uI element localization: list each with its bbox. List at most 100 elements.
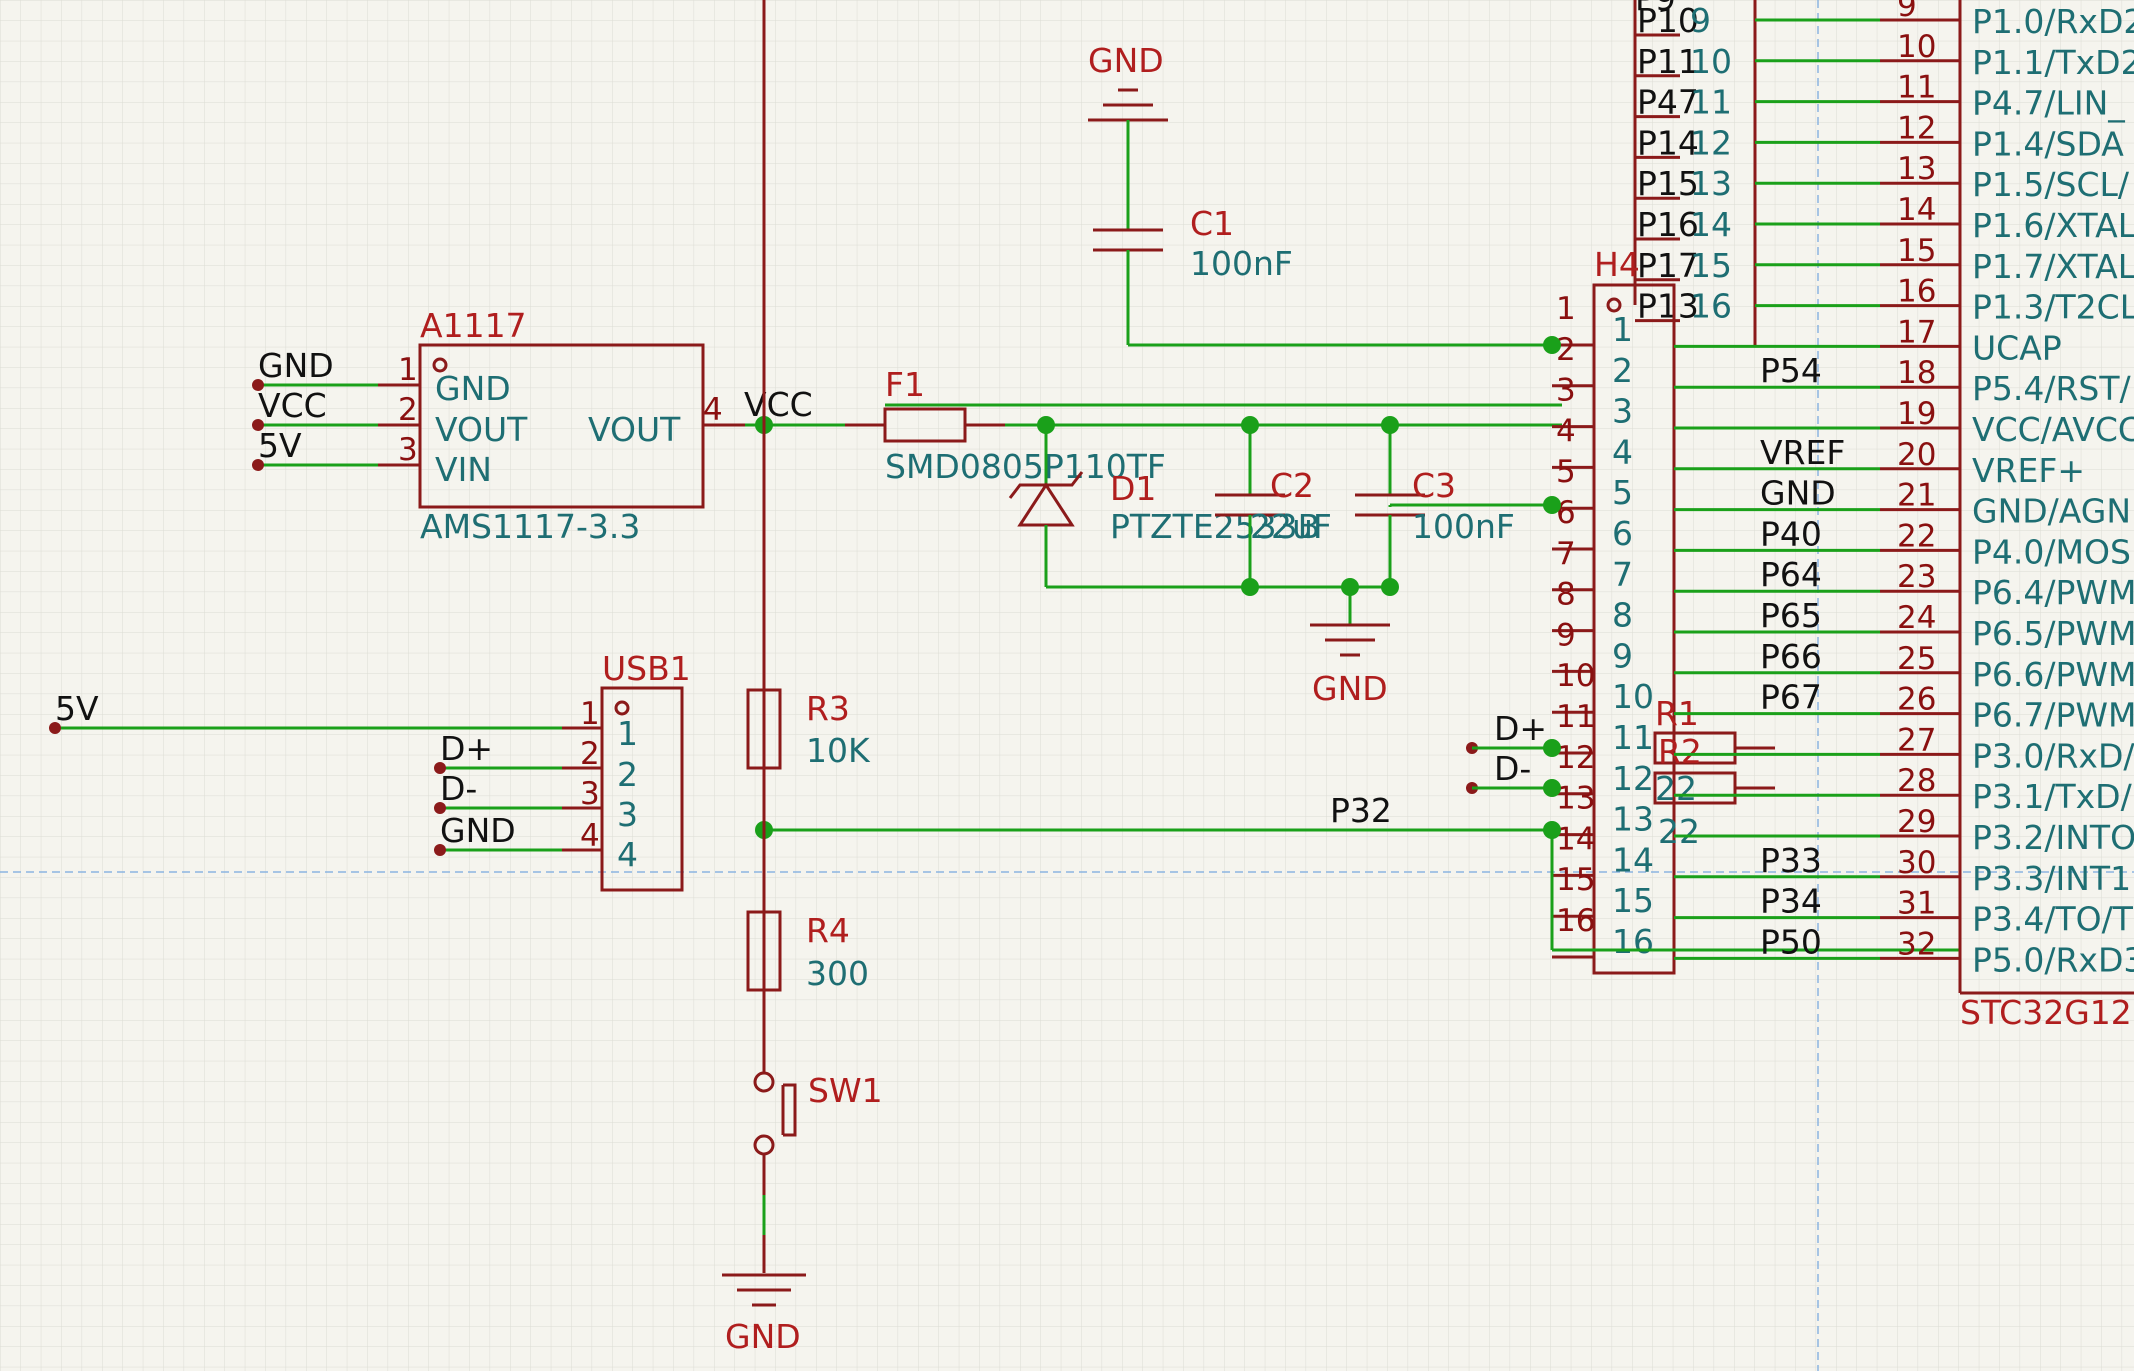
net-label-5v-usb: 5V — [55, 689, 99, 728]
h4-pin-name: 12 — [1612, 759, 1654, 798]
header-h4[interactable]: H4 1122334455667788991010111112121313141… — [1543, 245, 1676, 975]
mcu-pin-num: 9 — [1897, 0, 1917, 24]
mcu-net-label: P67 — [1760, 678, 1822, 717]
h4-pin-num: 12 — [1556, 740, 1595, 776]
h4-pin-3[interactable]: 33 — [1552, 373, 1633, 431]
h4-pin-name: 9 — [1612, 636, 1633, 675]
usb-connector-usb1[interactable]: USB1 1 2 3 4 1 2 3 4 — [562, 649, 691, 892]
mcu-pin-name: P1.3/T2CL — [1972, 288, 2134, 327]
reg-pin-num-2: 2 — [398, 392, 418, 428]
fuse-f1[interactable]: F1 SMD0805P110TF — [845, 365, 1166, 486]
h4-pin-4[interactable]: 44 — [1552, 413, 1633, 471]
mcu-pin-name: P4.7/LIN_ — [1972, 84, 2125, 123]
mcu-net-label: P66 — [1760, 637, 1822, 676]
top-header[interactable]: P109P1110P4711P1412P1513P1614P1715P1316 … — [1633, 0, 1757, 345]
mcu-pin-name: UCAP — [1972, 328, 2062, 367]
h4-pin-12[interactable]: 12 12 — [1552, 740, 1654, 798]
mcu-pin-name: P1.1/TxD2 — [1972, 43, 2134, 82]
capacitor-c2[interactable]: C2 22uF — [1215, 425, 1332, 587]
h4-pin-name: 2 — [1612, 351, 1633, 390]
resistor-r3[interactable]: R3 10K — [746, 650, 871, 810]
diode-d1[interactable]: D1 PTZTE2533B — [1008, 425, 1320, 587]
usb-body — [600, 686, 684, 892]
resistor-r2[interactable]: R2 22 — [1653, 732, 1775, 851]
reg-pin-name-vin: VIN — [435, 450, 492, 489]
capacitor-c3[interactable]: C3 100nF — [1355, 425, 1515, 587]
switch-sw1[interactable]: SW1 — [753, 0, 883, 1195]
h4-pin-num: 11 — [1556, 699, 1595, 735]
h4-pin-8[interactable]: 88 — [1552, 577, 1633, 635]
mcu-pin-num: 18 — [1897, 355, 1936, 391]
h4-pin-2[interactable]: 22 — [1552, 332, 1633, 390]
regulator-a1117[interactable]: A1117 1 2 3 4 GND VOUT VIN VOUT AMS1117-… — [378, 306, 745, 546]
net-label-gnd-reg: GND — [258, 346, 334, 385]
net-label-dminus-h4: D- — [1494, 749, 1531, 788]
c3-ref: C3 — [1412, 466, 1456, 505]
h4-pin-7[interactable]: 77 — [1552, 536, 1633, 594]
capacitor-c1[interactable]: GND C1 100nF — [1088, 41, 1293, 345]
top-header-label: P16 — [1637, 205, 1699, 244]
h4-pin-9[interactable]: 99 — [1552, 617, 1633, 675]
sw1-ref: SW1 — [808, 1071, 883, 1110]
h4-pin-num: 1 — [1556, 291, 1576, 327]
h4-pin-name: 1 — [1612, 310, 1633, 349]
mcu-pin-11[interactable]: 11 P4.7/LIN_ — [1880, 70, 2125, 123]
c1-ref: C1 — [1190, 204, 1234, 243]
mcu-pin-name: P6.7/PWM — [1972, 696, 2134, 735]
mcu-pin-num: 12 — [1897, 110, 1936, 146]
reg-pin-num-4: 4 — [703, 392, 723, 428]
h4-pin-num: 9 — [1556, 617, 1576, 653]
mcu-net-label: P65 — [1760, 596, 1822, 635]
reg-pin-name-vout: VOUT — [435, 410, 528, 449]
mcu-net-label: GND — [1760, 474, 1836, 513]
mcu-pin-num: 14 — [1897, 192, 1936, 228]
h4-pin-num: 14 — [1556, 821, 1595, 857]
h4-pin-1[interactable]: 11 — [1552, 291, 1633, 349]
mcu-pin-num: 11 — [1897, 70, 1936, 106]
mcu-pin-name: VREF+ — [1972, 451, 2085, 490]
mcu-pin-name: P3.1/TxD/ — [1972, 777, 2133, 816]
usb-pin-name-4: 4 — [617, 835, 638, 874]
gnd-symbol-bottom: GND — [722, 1273, 806, 1356]
h4-pin-num: 10 — [1556, 658, 1595, 694]
